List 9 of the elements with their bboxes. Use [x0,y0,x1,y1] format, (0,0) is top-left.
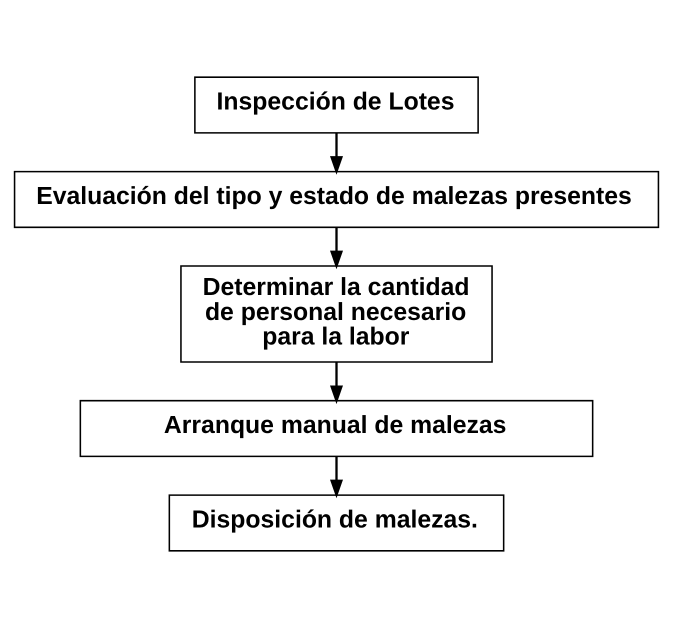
arrow [330,456,343,498]
arrow [330,362,343,404]
node-box: Inspección de Lotes [194,76,479,134]
node-box: Disposición de malezas. [168,494,504,552]
arrow [330,226,343,269]
arrow [330,132,343,174]
node-box: Arranque manual de malezas [80,399,594,457]
node-box: Evaluación del tipo y estado de malezas presentes [14,170,660,228]
node-box: Determinar la cantidad de personal necesario para la labor [180,264,493,362]
